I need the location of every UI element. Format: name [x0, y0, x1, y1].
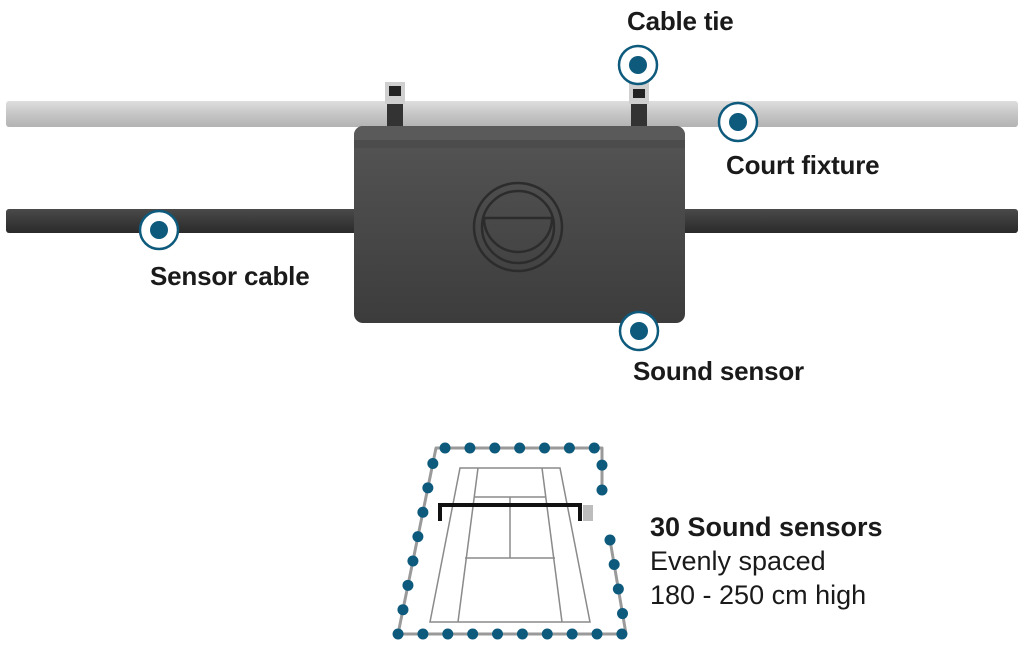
sound-sensor-box [354, 126, 685, 323]
sensor-dot [539, 442, 551, 454]
umpire-chair [583, 505, 593, 521]
tennis-net [438, 503, 582, 521]
sensor-dot [412, 531, 424, 543]
cable-tie-left [385, 82, 405, 130]
sensor-cable-label: Sensor cable [150, 261, 310, 291]
sensor-dot [566, 628, 578, 640]
court-map [392, 442, 629, 640]
sensor-dot [591, 628, 603, 640]
sensor-dot [439, 442, 451, 454]
sensor-dot [397, 604, 409, 616]
sensor-dot [612, 583, 624, 595]
sensor-dot [417, 506, 429, 518]
sensor-dot [407, 555, 419, 567]
sensor-dot [617, 608, 629, 620]
sensor-dot [604, 534, 616, 546]
cable-tie-marker [617, 44, 659, 86]
sensor-cable-marker [138, 209, 180, 251]
sensor-dot [596, 484, 608, 496]
sound-sensor-label: Sound sensor [633, 356, 804, 386]
sensor-dot [489, 442, 501, 454]
sensor-dot [402, 579, 414, 591]
sensor-dot [608, 559, 620, 571]
sound-sensor-marker [618, 310, 660, 352]
sensor-dot [596, 459, 608, 471]
sensor-dot [464, 442, 476, 454]
sensor-note-spacing: Evenly spaced [650, 546, 826, 576]
sensor-dot [422, 482, 434, 494]
court-fixture-bar [6, 101, 1018, 127]
court-fixture-label: Court fixture [726, 150, 880, 180]
sensor-dot [588, 442, 600, 454]
sensor-microphone [472, 181, 564, 273]
court-perimeter-line [396, 446, 628, 636]
sensor-dot [467, 628, 479, 640]
sensor-note-height: 180 - 250 cm high [650, 580, 867, 610]
sensor-dot [541, 628, 553, 640]
sensor-dot [492, 628, 504, 640]
sensor-dot [427, 457, 439, 469]
tennis-court [429, 467, 591, 623]
sensor-dot [563, 442, 575, 454]
sensor-dot [392, 628, 404, 640]
sensor-dot [514, 442, 526, 454]
sensor-dot [516, 628, 528, 640]
sensor-dot [616, 628, 628, 640]
sensor-note: 30 Sound sensors Evenly spaced 180 - 250… [650, 510, 883, 612]
sensor-dot [417, 628, 429, 640]
cable-tie-right [629, 82, 649, 130]
court-fixture-marker [717, 101, 759, 143]
sensor-dots [392, 442, 629, 640]
sensor-note-heading: 30 Sound sensors [650, 512, 883, 542]
sensor-dot [442, 628, 454, 640]
cable-tie-label: Cable tie [627, 6, 734, 36]
